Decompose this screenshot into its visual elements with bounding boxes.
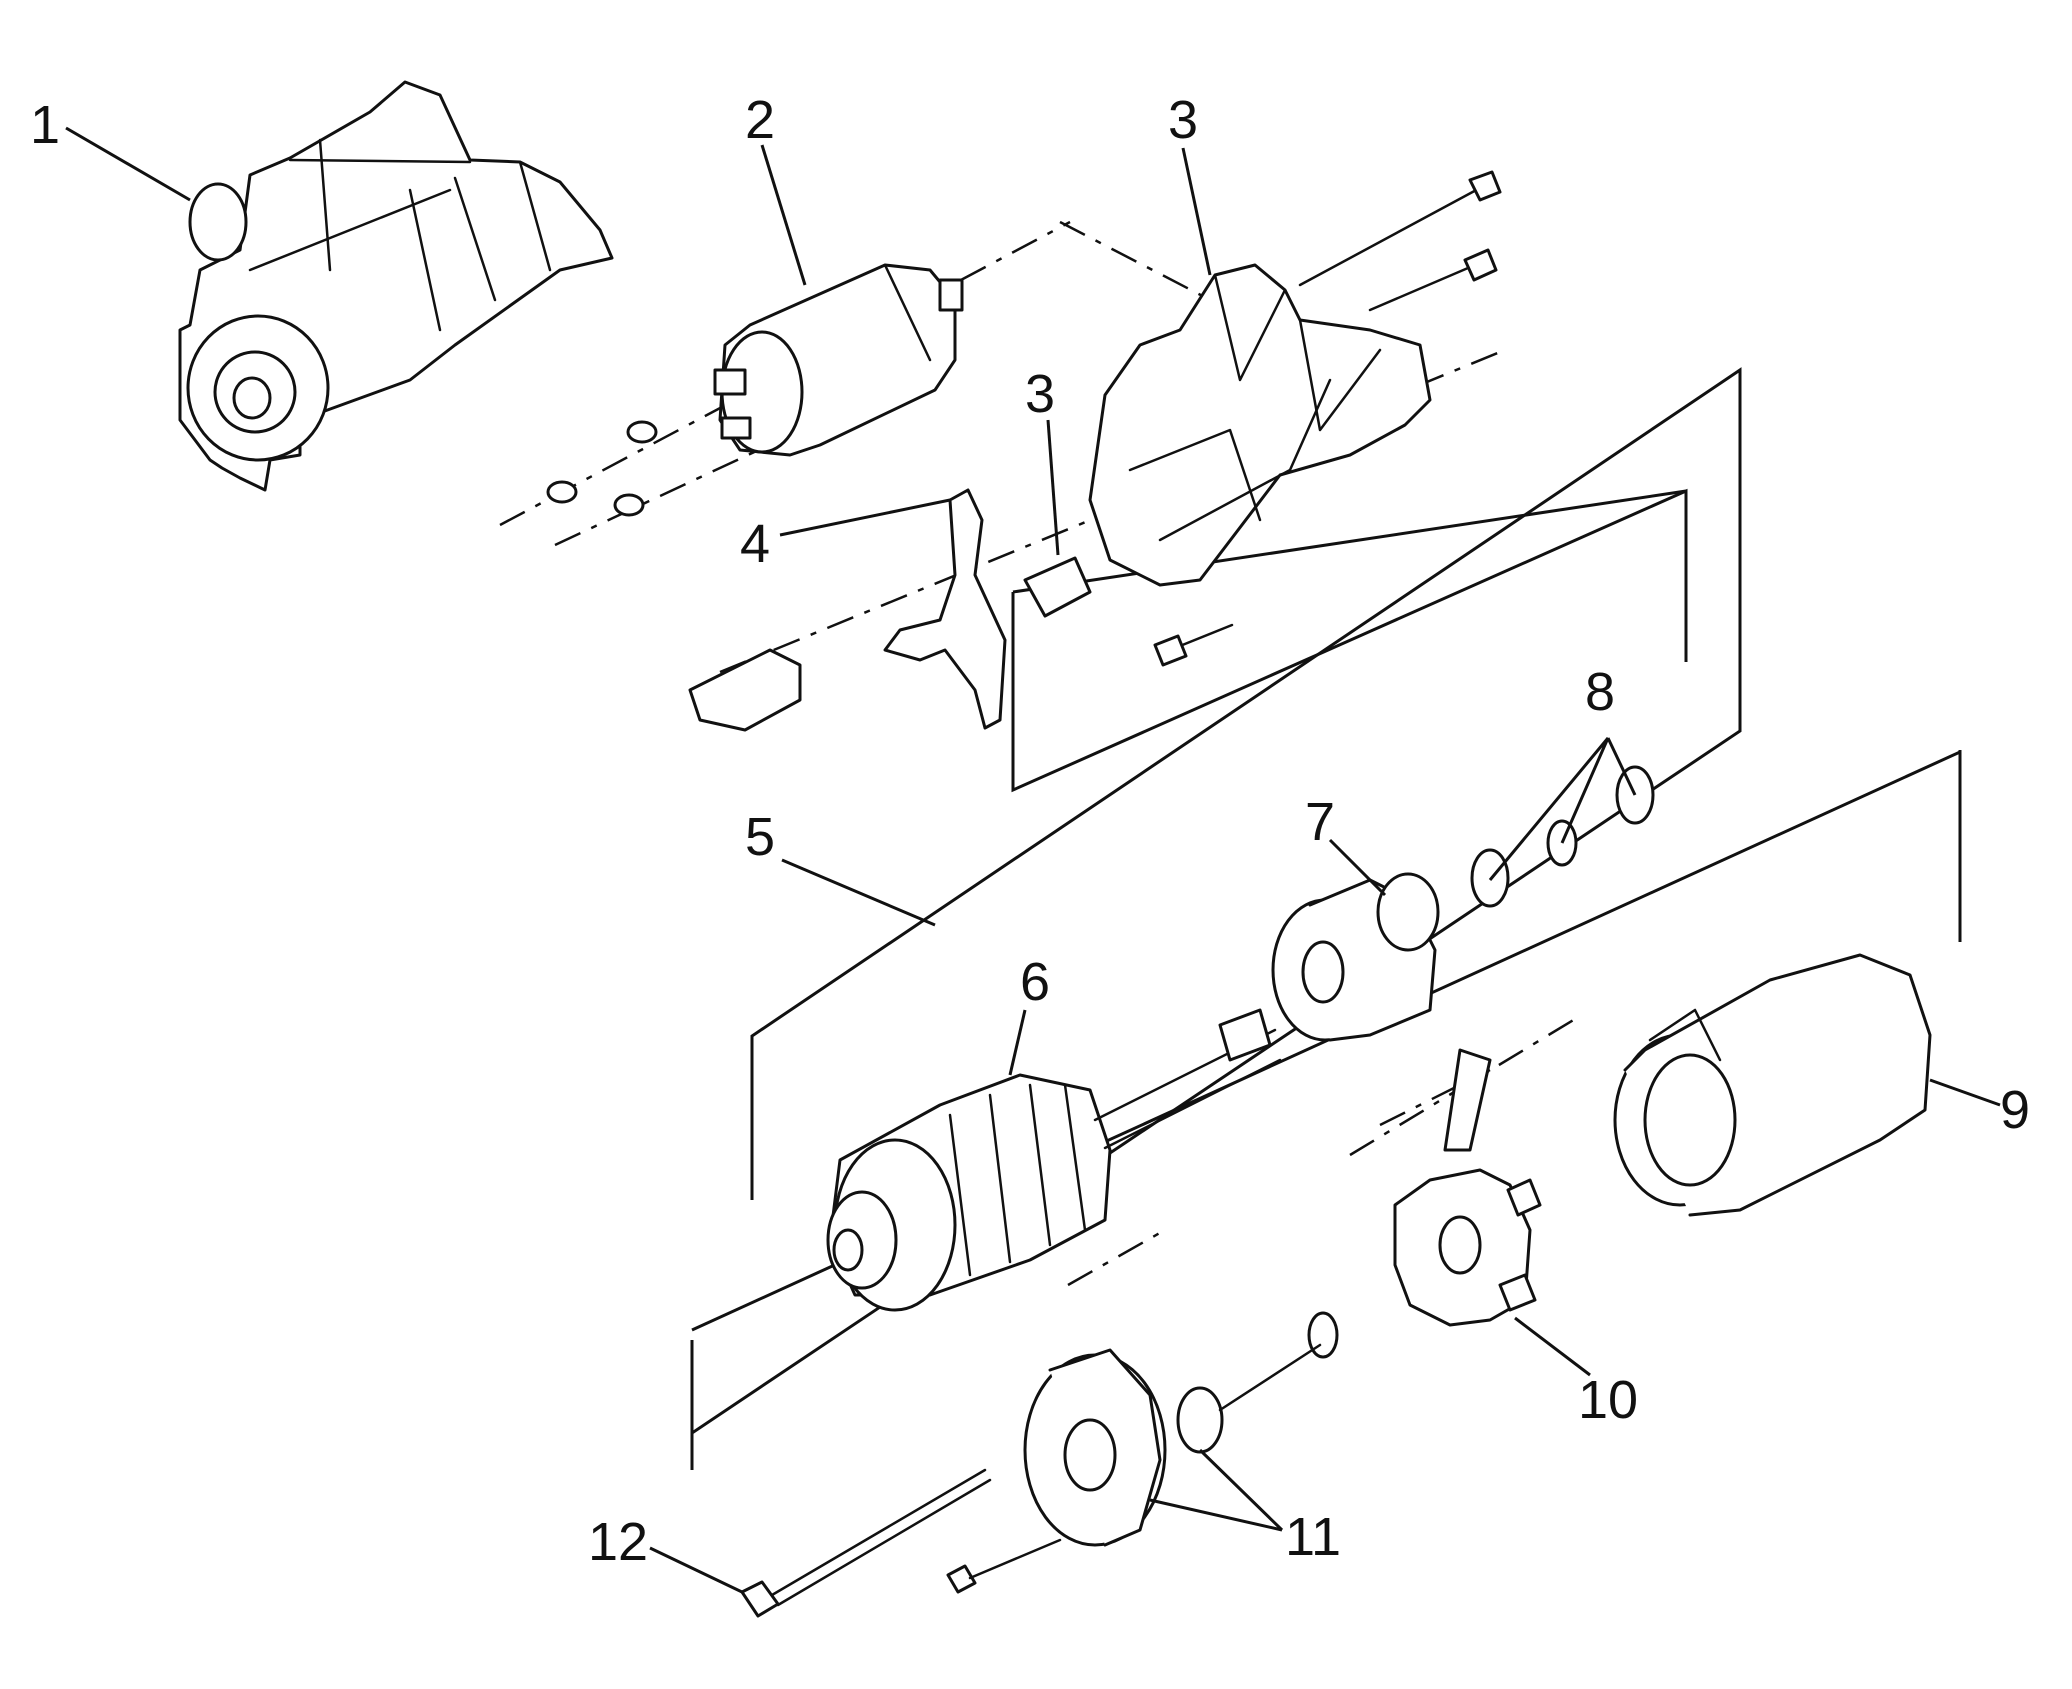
callout-3-frame: 3 — [1168, 90, 1198, 150]
part-2-solenoid — [546, 263, 964, 517]
callout-8: 8 — [1585, 662, 1615, 722]
callout-12: 12 — [588, 1512, 648, 1572]
callout-5: 5 — [745, 807, 775, 867]
callout-4: 4 — [740, 514, 770, 574]
leader-lines — [65, 126, 2001, 1594]
part-4-shift-lever — [688, 488, 1007, 732]
callout-1: 1 — [30, 95, 60, 155]
part-10-brush-holder — [1307, 1048, 1542, 1359]
callout-11: 11 — [1285, 1507, 1341, 1567]
callouts: 1 2 3 3 4 5 6 7 8 9 10 11 12 — [30, 90, 2030, 1572]
callout-9: 9 — [2000, 1080, 2030, 1140]
drive-bracket — [1011, 488, 1688, 793]
callout-3-bushing: 3 — [1025, 364, 1055, 424]
part-7-pinion-drive — [1271, 872, 1440, 1042]
callout-2: 2 — [745, 90, 775, 150]
callout-10: 10 — [1578, 1370, 1638, 1430]
callout-6: 6 — [1020, 952, 1050, 1012]
part-8-retainer-rings — [1470, 765, 1655, 908]
axis-solenoid-lower — [554, 438, 781, 547]
part-12-through-bolt — [740, 1468, 1062, 1618]
axis-solenoid-upper — [499, 220, 1071, 527]
callout-7: 7 — [1305, 792, 1335, 852]
part-1-starter-motor — [178, 80, 614, 492]
part-6-armature — [826, 1008, 1282, 1312]
part-3-drive-end-frame — [1023, 170, 1502, 667]
axis-bolt — [1067, 1228, 1166, 1287]
axis-solenoid-frame — [1059, 220, 1221, 307]
part-9-field-frame — [1613, 953, 1932, 1217]
part-11-end-cap — [1023, 1343, 1322, 1547]
